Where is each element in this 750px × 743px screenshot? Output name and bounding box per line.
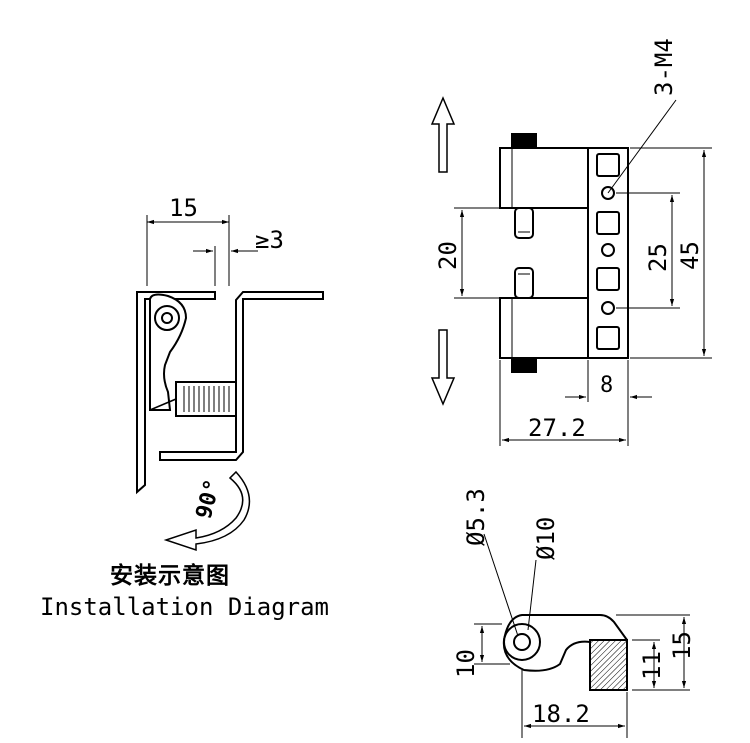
mounting-leaf	[587, 147, 629, 359]
knuckle-top	[499, 147, 589, 209]
mount-hole-3	[601, 301, 615, 315]
rotation-arrow	[163, 470, 251, 552]
dim-length: 18.2	[532, 700, 590, 728]
dim-boss-dia: Ø10	[532, 517, 560, 560]
knuckle-bottom	[499, 297, 589, 359]
frame-bracket	[136, 291, 216, 495]
dim-hole-pitch: 25	[644, 243, 672, 272]
installation-diagram	[136, 215, 324, 552]
dim-height: 45	[676, 241, 704, 270]
side-hole	[513, 633, 531, 651]
mount-hole-1	[601, 186, 615, 200]
pivot-pin-outer	[154, 305, 180, 331]
threaded-stud	[175, 381, 237, 417]
thread-label: 3-M4	[650, 38, 678, 96]
stud-threads	[183, 386, 230, 412]
dim-total-width: 27.2	[528, 414, 586, 442]
dim-hole-dia: Ø5.3	[462, 488, 490, 546]
leaf-pocket-4	[596, 326, 620, 350]
leaf-pocket-1	[596, 153, 620, 177]
pin-head-top	[511, 133, 537, 149]
caption-english: Installation Diagram	[40, 593, 329, 621]
down-arrow-icon	[430, 329, 456, 406]
pivot-pin-inner	[161, 312, 173, 324]
caption-chinese: 安装示意图	[110, 563, 230, 589]
rotation-label: 90°	[192, 477, 226, 522]
pin-head-bottom	[511, 357, 537, 373]
front-view	[430, 96, 712, 446]
dim-gap-3: ≥3	[255, 226, 284, 254]
side-boss	[503, 623, 541, 661]
pin-bottom	[514, 267, 534, 299]
leaf-pocket-2	[596, 211, 620, 235]
dim-boss-height: 10	[452, 649, 480, 678]
mount-hole-2	[601, 243, 615, 257]
pin-top	[514, 207, 534, 239]
dim-pin-gap: 20	[434, 241, 462, 270]
dim-leaf-width: 8	[600, 373, 613, 398]
leaf-pocket-3	[596, 267, 620, 291]
door-bracket	[159, 291, 324, 461]
dim-total-height: 15	[668, 631, 696, 660]
dim-width-15: 15	[169, 194, 198, 222]
up-arrow-icon	[430, 96, 456, 173]
dim-leaf-height: 11	[638, 651, 666, 680]
side-thread-section	[589, 639, 628, 691]
side-view	[474, 533, 690, 738]
